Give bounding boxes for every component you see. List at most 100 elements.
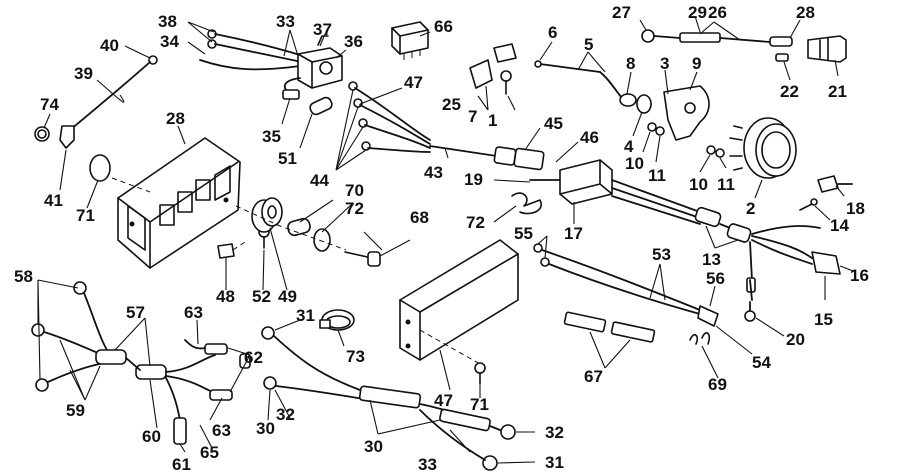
callout-63-top: 63 (184, 303, 203, 322)
callout-68: 69 (708, 375, 727, 394)
callout-66: 67 (584, 367, 603, 386)
callout-26: 28 (796, 3, 815, 22)
callout-14: 14 (830, 216, 849, 235)
callout-10-right: 10 (689, 175, 708, 194)
callout-13: 13 (702, 250, 721, 269)
grommet-49 (251, 197, 283, 233)
callout-19: 19 (464, 170, 483, 189)
callout-34: 34 (160, 32, 179, 51)
callout-60: 60 (142, 427, 161, 446)
callout-11-right: 11 (717, 175, 735, 194)
screw-70 (474, 362, 486, 385)
callout-9: 9 (692, 54, 701, 73)
callout-58: 58 (14, 267, 33, 286)
leader-lines (37, 15, 857, 464)
callout-54: 54 (752, 353, 771, 372)
sleeve-66-b (610, 321, 656, 343)
callout-47: 47 (434, 391, 453, 410)
callout-32-left: 32 (276, 405, 295, 424)
clip-68 (689, 332, 711, 345)
callout-30-left: 30 (256, 419, 275, 438)
callout-59: 59 (66, 401, 85, 420)
gauge-2 (729, 117, 797, 179)
callout-16: 16 (850, 266, 869, 285)
callout-10-left: 10 (625, 154, 644, 173)
callout-38: 38 (158, 12, 177, 31)
nut-11-left (655, 126, 665, 136)
callout-65: 66 (434, 17, 453, 36)
callout-55: 55 (514, 224, 533, 243)
callout-22: 22 (780, 82, 799, 101)
assembly-lines (111, 177, 481, 365)
callout-20: 20 (786, 330, 805, 349)
callout-53: 53 (652, 245, 671, 264)
callout-28: 28 (166, 109, 185, 128)
relay-65 (391, 21, 429, 60)
callout-36: 36 (344, 32, 363, 51)
washer-71-left (89, 154, 111, 182)
callout-6: 6 (548, 23, 557, 42)
callout-52: 52 (252, 287, 271, 306)
clip-48 (217, 243, 235, 259)
bracket-23 (469, 43, 517, 95)
callout-4: 4 (624, 137, 634, 156)
callout-70: 71 (470, 395, 489, 414)
callout-27: 29 (688, 3, 707, 22)
tube-69 (287, 217, 311, 237)
callout-63-bottom: 63 (212, 421, 231, 440)
callout-33: 33 (276, 12, 295, 31)
lead-53 (533, 243, 719, 327)
clamp-73 (319, 309, 355, 331)
callout-73: 73 (346, 347, 365, 366)
callout-29: 30 (364, 437, 383, 456)
callout-40: 40 (100, 36, 119, 55)
sleeve-66-a (563, 311, 607, 333)
callout-56: 56 (706, 269, 725, 288)
callout-35: 35 (262, 127, 281, 146)
callout-72: 72 (466, 213, 485, 232)
grommet-4 (636, 94, 652, 114)
sender-lead-5 (534, 60, 637, 107)
callout-24: 26 (708, 3, 727, 22)
callout-23: 25 (442, 95, 461, 114)
callout-labels: 38 33 37 36 34 40 39 74 41 71 28 35 51 4… (14, 3, 869, 474)
callout-21: 21 (828, 82, 847, 101)
callout-8: 8 (626, 54, 635, 73)
callout-5: 5 (584, 35, 593, 54)
callout-44: 44 (310, 171, 329, 190)
washer-10-right (706, 145, 716, 155)
callout-3: 3 (660, 54, 669, 73)
harness-58 (31, 281, 233, 445)
bolt-67 (344, 251, 381, 267)
callout-45: 46 (580, 128, 599, 147)
callout-67: 68 (410, 208, 429, 227)
connector-18 (799, 175, 853, 211)
callout-18: 18 (846, 199, 865, 218)
callout-61: 61 (172, 455, 191, 474)
callout-41: 41 (44, 191, 63, 210)
callout-39: 39 (74, 64, 93, 83)
callout-49: 49 (278, 287, 297, 306)
nut-11-right (715, 148, 725, 158)
callout-57: 57 (126, 303, 145, 322)
callout-42: 43 (424, 163, 443, 182)
callout-62: 62 (244, 348, 263, 367)
parts-layer (31, 21, 853, 471)
callout-64: 65 (200, 443, 219, 462)
callout-2: 2 (746, 199, 755, 218)
bracket-9 (663, 85, 710, 141)
callout-31-bottom: 32 (545, 423, 564, 442)
callout-7: 7 (468, 107, 477, 126)
callout-25: 27 (612, 3, 631, 22)
sleeve-51 (309, 96, 333, 116)
terminal-62 (239, 353, 251, 369)
harness-top-left (199, 29, 343, 100)
callout-43: 45 (544, 114, 563, 133)
callout-71-right: 72 (345, 199, 364, 218)
main-harness-17 (529, 159, 841, 322)
callout-15: 15 (814, 310, 833, 329)
callout-32-bottom: 33 (418, 455, 437, 474)
lead-24 (641, 29, 847, 63)
cover-plate-47 (399, 239, 519, 361)
